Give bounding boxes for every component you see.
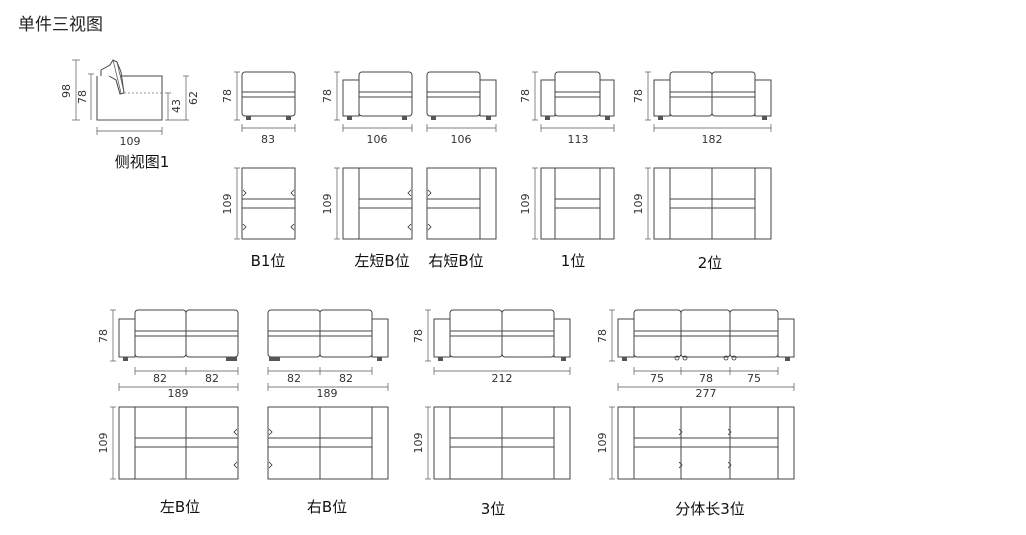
right-b-total: 189 (317, 387, 338, 400)
split-three-depth: 109 (596, 433, 609, 454)
right-b-label: 右B位 (307, 498, 347, 516)
left-short-b-width: 106 (367, 133, 388, 146)
left-b-height: 78 (97, 329, 110, 343)
left-short-b-front-view: 78 106 (321, 71, 413, 146)
left-b-depth: 109 (97, 433, 110, 454)
three-seat-width: 212 (492, 372, 513, 385)
split-three-label: 分体长3位 (675, 500, 745, 518)
one-seat-label: 1位 (561, 252, 586, 270)
page-title: 单件三视图 (18, 15, 103, 35)
split-three-seg1: 75 (650, 372, 664, 385)
side-view: 98 78 43 62 109 侧视图1 (60, 59, 200, 171)
side-height-back: 78 (76, 90, 89, 104)
one-seat-width: 113 (568, 133, 589, 146)
side-height-total: 98 (60, 84, 73, 98)
split-three-seg3: 75 (747, 372, 761, 385)
split-three-top-view: 109 分体长3位 (596, 406, 795, 518)
right-short-b-front-view: 106 (426, 71, 497, 146)
left-b-front-view: 78 82 82 189 (97, 309, 239, 400)
split-three-front-view: 78 75 78 75 277 (596, 309, 795, 400)
left-short-b-top-view: 109 左短B位 (321, 167, 413, 270)
left-b-top-view: 109 左B位 (97, 406, 239, 516)
two-seat-height: 78 (632, 89, 645, 103)
three-seat-top-view: 109 3位 (412, 406, 571, 518)
split-three-seg2: 78 (699, 372, 713, 385)
one-seat-top-view: 109 1位 (519, 167, 615, 270)
b1-label: B1位 (251, 252, 286, 270)
left-short-b-height: 78 (321, 89, 334, 103)
one-seat-front-view: 78 113 (519, 71, 615, 146)
b1-height: 78 (221, 89, 234, 103)
two-seat-label: 2位 (698, 254, 723, 272)
right-short-b-width: 106 (451, 133, 472, 146)
left-b-label: 左B位 (160, 498, 200, 516)
side-view-label: 侧视图1 (115, 153, 170, 171)
left-short-b-depth: 109 (321, 194, 334, 215)
side-seat-height: 43 (170, 99, 183, 113)
b1-width: 83 (261, 133, 275, 146)
right-b-seg2: 82 (339, 372, 353, 385)
right-b-top-view: 右B位 (267, 406, 389, 516)
left-b-seg1: 82 (153, 372, 167, 385)
three-seat-label: 3位 (481, 500, 506, 518)
left-b-total: 189 (168, 387, 189, 400)
split-three-total: 277 (696, 387, 717, 400)
right-b-seg1: 82 (287, 372, 301, 385)
b1-front-view: 78 83 (221, 71, 296, 146)
b1-top-view: 109 B1位 (221, 167, 296, 270)
right-short-b-top-view: 右短B位 (426, 167, 497, 270)
right-b-front-view: 82 82 189 (267, 309, 389, 400)
side-arm-height: 62 (187, 91, 200, 105)
three-seat-depth: 109 (412, 433, 425, 454)
one-seat-depth: 109 (519, 194, 532, 215)
three-seat-height: 78 (412, 329, 425, 343)
b1-depth: 109 (221, 194, 234, 215)
two-seat-front-view: 78 182 (632, 71, 772, 146)
two-seat-width: 182 (702, 133, 723, 146)
left-b-seg2: 82 (205, 372, 219, 385)
split-three-height: 78 (596, 329, 609, 343)
one-seat-height: 78 (519, 89, 532, 103)
two-seat-top-view: 109 2位 (632, 167, 772, 272)
left-short-b-label: 左短B位 (354, 252, 409, 270)
side-depth: 109 (120, 135, 141, 148)
three-seat-front-view: 78 212 (412, 309, 571, 385)
two-seat-depth: 109 (632, 194, 645, 215)
right-short-b-label: 右短B位 (428, 252, 483, 270)
